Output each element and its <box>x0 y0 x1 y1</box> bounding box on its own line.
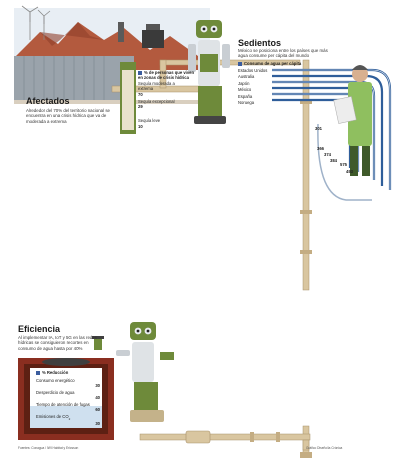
wind-turbine-icon <box>21 5 51 40</box>
reduction-label: Consumo energético <box>36 378 75 383</box>
value-label: 301 <box>315 126 322 131</box>
legend-square-icon <box>36 370 40 375</box>
bar-value: 29 <box>138 104 143 110</box>
water-tank <box>18 358 114 440</box>
country-item: España <box>238 93 253 99</box>
reduction-label: Tiempo de atención de fugas <box>36 402 90 407</box>
building <box>142 30 164 48</box>
afectados-bars: Sequía moderada a extrema 70 Sequía exce… <box>138 81 186 130</box>
afectados-description: Alrededor del 70% del territorio naciona… <box>26 108 110 124</box>
reduction-value: 60 <box>95 407 100 412</box>
value-label: 374 <box>324 152 331 157</box>
reduction-item: Consumo energético 30 <box>36 378 100 388</box>
country-item: Noruega <box>238 100 255 106</box>
bar-value: 10 <box>138 124 143 130</box>
reduction-value: 30 <box>95 420 100 426</box>
country-list: Estados Unidos Australia Japón México Es… <box>238 68 272 107</box>
legend-square-icon <box>238 61 242 66</box>
bar-value: 70 <box>138 91 143 97</box>
country-item: Estados Unidos <box>238 68 268 73</box>
bar-item: Sequía excepcional 29 <box>138 98 186 110</box>
value-label: 493 <box>346 169 353 174</box>
eficiencia-title: Eficiencia <box>18 324 61 334</box>
value-label: 384 <box>330 158 337 163</box>
bar-label: Sequía leve <box>138 118 161 124</box>
tool-icon <box>94 338 102 350</box>
bar-item: Sequía leve 10 <box>138 118 186 130</box>
bar-item: Sequía moderada a extrema 70 <box>138 81 186 97</box>
bar-label: Sequía moderada a extrema <box>138 81 175 91</box>
bar-label: Sequía excepcional <box>138 98 175 104</box>
afectados-title: Afectados <box>26 96 70 106</box>
country-item: México <box>238 87 252 93</box>
legend-square-icon <box>138 70 142 75</box>
reduction-item: Desperdicio de agua 40 <box>36 390 100 400</box>
person-figure <box>333 65 372 176</box>
eficiencia-legend-text: % Reducción <box>42 370 69 375</box>
robot-figure-2 <box>116 322 174 422</box>
sources: Fuentes: Conagua / IWI Habitat y Ericsso… <box>18 446 79 450</box>
credit: Gráfico Diseño/la Crónica <box>306 446 343 450</box>
reduction-value: 30 <box>95 383 100 388</box>
reduction-value: 40 <box>95 395 100 400</box>
robot-figure <box>188 20 230 124</box>
country-item: Japón <box>238 80 250 86</box>
reduction-item: Emisiones de CO2 30 <box>36 414 100 426</box>
afectados-legend-text: % de personas que viven en zonas de cris… <box>138 70 195 80</box>
eficiencia-legend: % Reducción <box>36 370 68 375</box>
eficiencia-description: Al implementar IA, IoT y 5G en las redes… <box>18 335 97 351</box>
value-label: 366 <box>317 146 324 151</box>
value-label: 575 <box>340 162 347 167</box>
eficiencia-list: Consumo energético 30 Desperdicio de agu… <box>36 378 100 426</box>
sedientos-description: México se posiciona entre los países que… <box>238 48 328 59</box>
afectados-legend: % de personas que viven en zonas de cris… <box>138 70 196 80</box>
sedientos-legend-text: Consumo de agua per cápita <box>244 61 302 66</box>
country-item: Australia <box>238 74 255 80</box>
reduction-label: Emisiones de CO2 <box>36 414 71 421</box>
sedientos-legend: Consumo de agua per cápita <box>238 61 334 66</box>
sedientos-title: Sedientos <box>238 38 282 48</box>
reduction-label: Desperdicio de agua <box>36 390 75 395</box>
reduction-item: Tiempo de atención de fugas 60 <box>36 402 100 412</box>
